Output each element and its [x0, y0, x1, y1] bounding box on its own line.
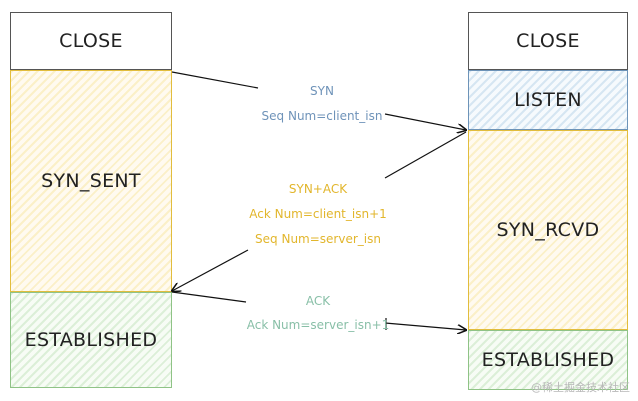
server-state-listen-label: LISTEN	[514, 89, 582, 111]
syn-title: SYN	[310, 84, 334, 98]
syn-arrow-segment-1	[171, 71, 259, 89]
watermark: @稀土掘金技术社区	[531, 381, 630, 394]
syn-seq-num: Seq Num=client_isn	[261, 109, 383, 123]
server-state-close: CLOSE	[468, 12, 628, 70]
client-state-close-label: CLOSE	[59, 30, 123, 52]
client-state-syn-sent-label: SYN_SENT	[41, 170, 141, 192]
client-state-close: CLOSE	[10, 12, 172, 70]
server-state-established: ESTABLISHED	[468, 330, 628, 390]
client-state-syn-sent: SYN_SENT	[10, 70, 172, 292]
ack-arrow-segment-2	[384, 322, 466, 330]
server-state-syn-rcvd-label: SYN_RCVD	[496, 219, 600, 241]
server-state-syn-rcvd: SYN_RCVD	[468, 130, 628, 330]
syn-arrow-segment-2	[384, 113, 466, 130]
synack-title: SYN+ACK	[288, 182, 348, 196]
synack-ack-num: Ack Num=client_isn+1	[249, 207, 387, 221]
synack-arrow-segment-1	[384, 131, 467, 179]
synack-seq-num: Seq Num=server_isn	[255, 232, 381, 246]
client-state-established: ESTABLISHED	[10, 292, 172, 388]
server-state-listen: LISTEN	[468, 70, 628, 130]
client-state-established-label: ESTABLISHED	[24, 329, 158, 351]
ack-ack-num: Ack Num=server_isn+1	[246, 318, 390, 332]
server-state-established-label: ESTABLISHED	[481, 349, 615, 371]
server-state-close-label: CLOSE	[516, 30, 580, 52]
synack-arrow-segment-2	[172, 249, 249, 291]
ack-arrow-segment-1	[171, 291, 247, 303]
ack-title: ACK	[305, 294, 331, 308]
